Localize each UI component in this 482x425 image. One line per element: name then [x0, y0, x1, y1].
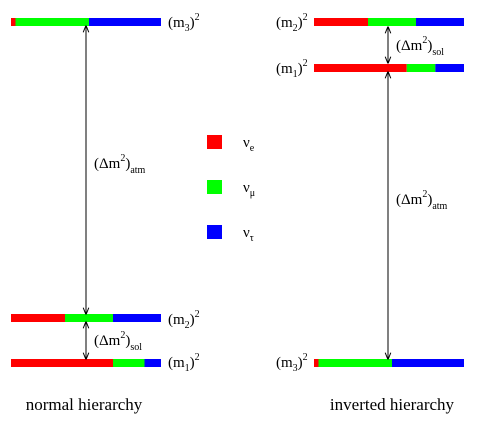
normal-hierarchy: (m3)2 (m2)2 (m1)2 (Δm2)atm (Δm2)sol norm…	[11, 12, 200, 414]
sol-splitting-label-inverted: (Δm2)sol	[396, 35, 444, 58]
bar-segment-nu-mu	[113, 359, 145, 367]
bar-segment-nu-e	[11, 359, 113, 367]
bar-segment-nu-e	[11, 314, 65, 322]
level-label-normal-m3: (m3)2	[168, 12, 200, 34]
legend-label-nu-tau: ντ	[243, 225, 254, 244]
level-bar-inverted-m3	[314, 359, 464, 367]
level-label-inverted-m3: (m3)2	[276, 352, 308, 374]
bar-segment-nu-e	[314, 64, 407, 72]
bar-segment-nu-mu	[318, 359, 392, 367]
bar-segment-nu-tau	[435, 64, 464, 72]
legend-label-nu-mu: νμ	[243, 180, 255, 199]
bar-segment-nu-e	[314, 359, 319, 367]
level-bar-normal-m3	[11, 18, 161, 26]
legend-swatch-nu-mu	[207, 180, 222, 194]
level-label-inverted-m1: (m1)2	[276, 58, 308, 80]
bar-segment-nu-tau	[144, 359, 161, 367]
bar-segment-nu-mu	[368, 18, 416, 26]
level-label-normal-m2: (m2)2	[168, 309, 200, 331]
level-bar-normal-m1	[11, 359, 161, 367]
sol-splitting-label-normal: (Δm2)sol	[94, 330, 142, 353]
flavor-legend: νe νμ ντ	[207, 135, 255, 244]
bar-segment-nu-mu	[15, 18, 89, 26]
bar-segment-nu-tau	[416, 18, 464, 26]
bar-segment-nu-e	[11, 18, 16, 26]
level-label-normal-m1: (m1)2	[168, 352, 200, 374]
legend-swatch-nu-tau	[207, 225, 222, 239]
atm-splitting-label-normal: (Δm2)atm	[94, 153, 146, 176]
level-label-inverted-m2: (m2)2	[276, 12, 308, 34]
caption-inverted-hierarchy: inverted hierarchy	[330, 395, 455, 414]
level-bar-inverted-m1	[314, 64, 464, 72]
bar-segment-nu-tau	[89, 18, 161, 26]
bar-segment-nu-mu	[406, 64, 436, 72]
bar-segment-nu-tau	[113, 314, 161, 322]
atm-splitting-label-inverted: (Δm2)atm	[396, 189, 448, 212]
bar-segment-nu-tau	[392, 359, 464, 367]
caption-normal-hierarchy: normal hierarchy	[26, 395, 143, 414]
level-bar-normal-m2	[11, 314, 161, 322]
bar-segment-nu-mu	[65, 314, 113, 322]
legend-label-nu-e: νe	[243, 135, 255, 154]
inverted-hierarchy: (m2)2 (m1)2 (m3)2 (Δm2)sol (Δm2)atm inve…	[276, 12, 464, 414]
level-bar-inverted-m2	[314, 18, 464, 26]
legend-swatch-nu-e	[207, 135, 222, 149]
bar-segment-nu-e	[314, 18, 368, 26]
